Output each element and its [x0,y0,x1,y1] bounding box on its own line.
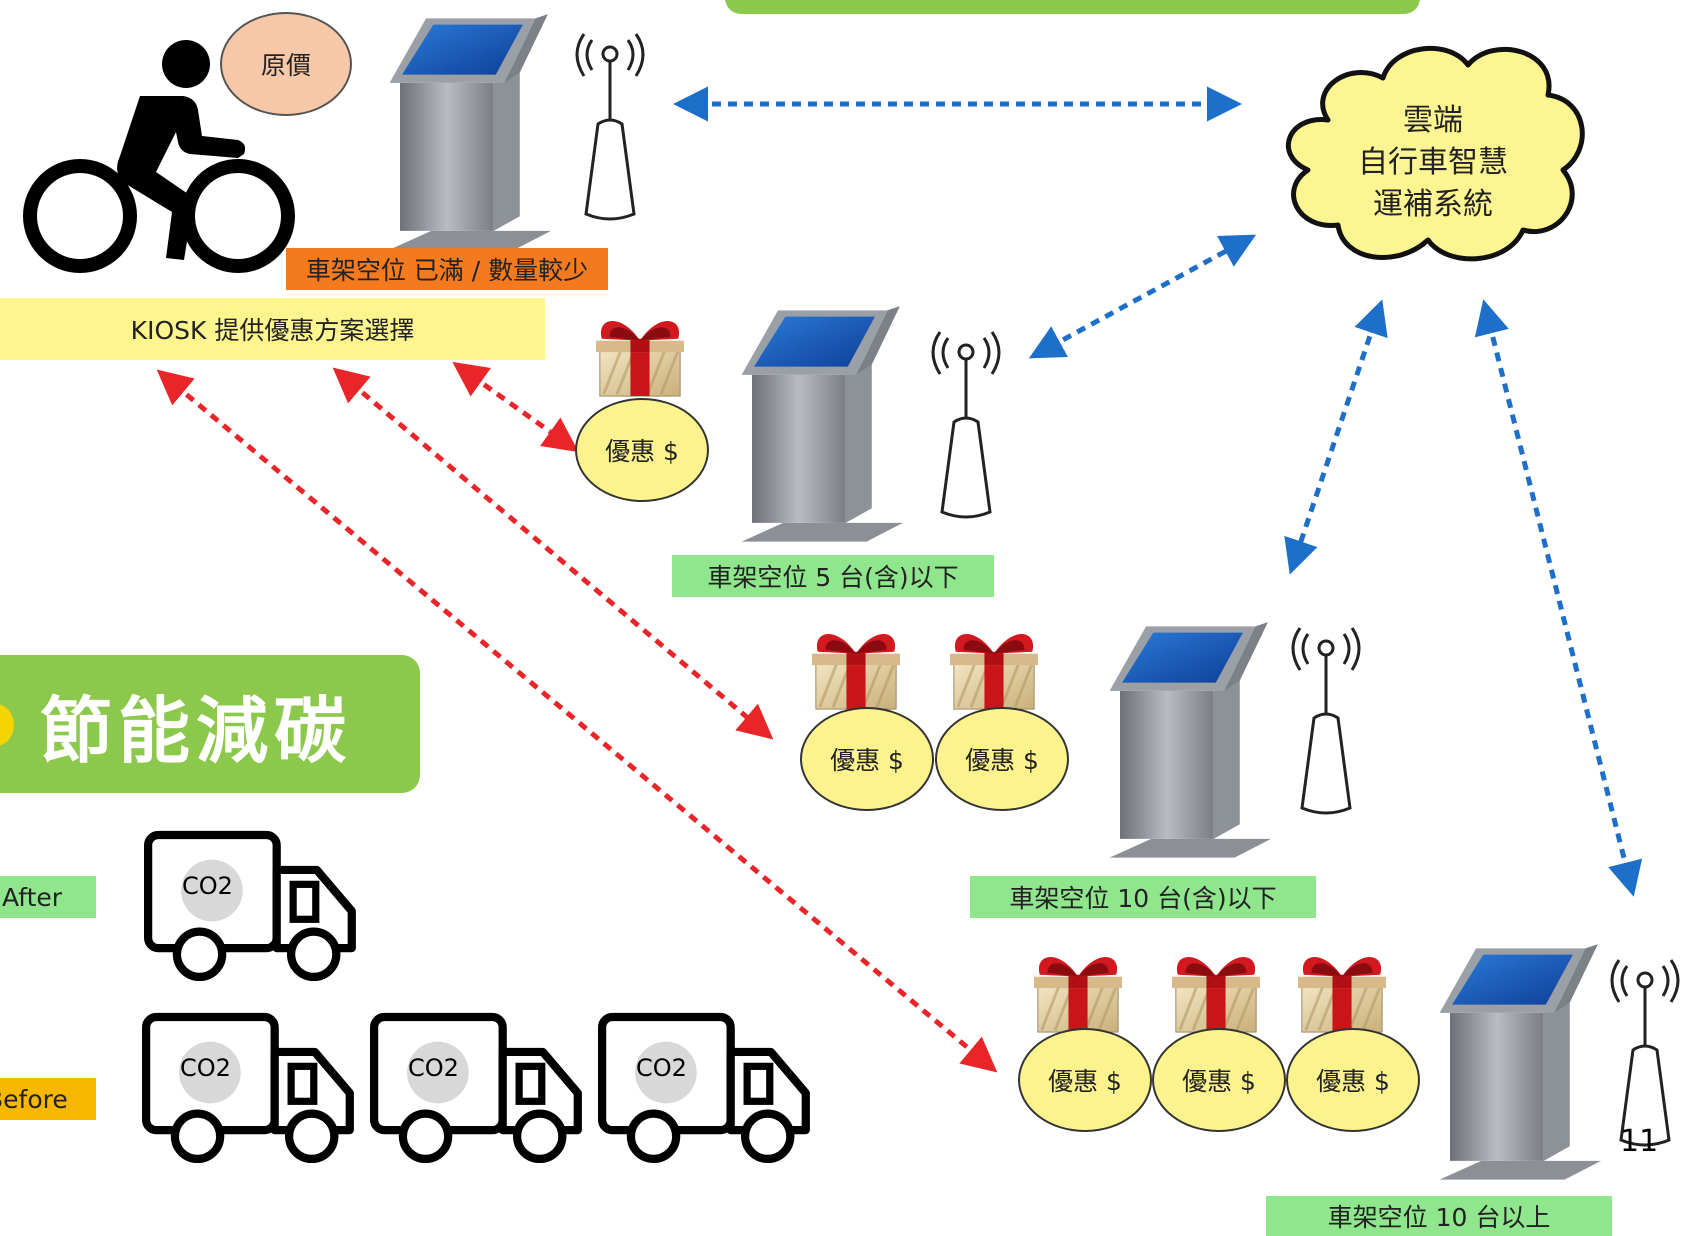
rack-10-plus-label: 車架空位 10 台以上 [1266,1196,1612,1236]
top-header-bar [725,0,1420,14]
arrow-cloud-kiosk4 [1474,299,1643,897]
cloud-icon [1285,45,1585,262]
coupon-text: 優惠 $ [605,437,679,466]
banner-bullet [0,704,14,746]
gift-box-icon [1032,955,1124,1034]
truck-icon [142,1010,358,1170]
cloud-line-2: 自行車智慧 [1358,145,1508,180]
kiosk-offer-text: KIOSK 提供優惠方案選擇 [130,316,415,345]
original-price-bubble: 原價 [220,12,352,116]
coupon-bubble: 優惠 $ [1018,1028,1152,1132]
bicycle-rider-icon [23,40,295,273]
coupon-bubble: 優惠 $ [1286,1028,1420,1132]
coupon-text: 優惠 $ [965,746,1039,775]
coupon-bubble: 優惠 $ [935,707,1069,811]
antenna-icon [1291,626,1361,815]
after-label: After [0,876,96,918]
kiosk-icon [1109,622,1272,858]
cloud-line-1: 雲端 [1403,103,1463,138]
arrow-offer-coupon1 [452,361,579,453]
rack-full-label: 車架空位 已滿 / 數量較少 [286,248,608,290]
gift-box-icon [948,632,1040,711]
truck-icon [144,828,360,988]
kiosk-icon [389,14,552,250]
truck-before-1: CO2 [142,1010,358,1170]
coupon-text: 優惠 $ [1048,1067,1122,1096]
original-price-label: 原價 [260,51,311,80]
truck-icon [370,1010,586,1170]
coupon-text: 優惠 $ [830,746,904,775]
gift-box-icon [594,319,686,398]
arrow-kiosk2-cloud [1028,234,1257,359]
coupon-bubble: 優惠 $ [575,398,709,502]
truck-before-3: CO2 [598,1010,814,1170]
coupon-text: 優惠 $ [1182,1067,1256,1096]
rack-10-label: 車架空位 10 台(含)以下 [970,876,1316,918]
page-number: 11 [1620,1124,1659,1159]
rack-full-text: 車架空位 已滿 / 數量較少 [305,256,589,285]
energy-saving-banner: 節能減碳 [0,655,420,793]
co2-label: CO2 [408,1054,459,1082]
kiosk-icon [741,306,904,542]
gift-box-icon [1296,955,1388,1034]
truck-before-2: CO2 [370,1010,586,1170]
coupon-bubble: 優惠 $ [1152,1028,1286,1132]
cloud-system-text: 雲端 自行車智慧 運補系統 [1318,100,1548,226]
before-text: Before [0,1084,68,1114]
co2-label: CO2 [180,1054,231,1082]
antenna-icon [931,330,1001,519]
arrow-offer-coupon3 [156,369,998,1073]
rack-10-plus-text: 車架空位 10 台以上 [1327,1203,1551,1232]
after-text: After [2,882,63,912]
co2-label: CO2 [636,1054,687,1082]
truck-icon [598,1010,814,1170]
kiosk-offer-label: KIOSK 提供優惠方案選擇 [0,298,545,360]
rack-10-text: 車架空位 10 台(含)以下 [1009,884,1277,913]
gift-box-icon [810,632,902,711]
co2-label: CO2 [182,872,233,900]
banner-title: 節能減碳 [40,687,353,773]
gift-box-icon [1170,955,1262,1034]
coupon-text: 優惠 $ [1316,1067,1390,1096]
rack-5-text: 車架空位 5 台(含)以下 [707,563,959,592]
kiosk-icon [1439,944,1602,1180]
antenna-icon [575,32,645,221]
coupon-bubble: 優惠 $ [800,707,934,811]
truck-after: CO2 [144,828,360,988]
arrow-cloud-kiosk3 [1284,299,1388,575]
before-label: Before [0,1078,96,1120]
rack-5-label: 車架空位 5 台(含)以下 [672,555,994,597]
cloud-line-3: 運補系統 [1373,187,1493,222]
